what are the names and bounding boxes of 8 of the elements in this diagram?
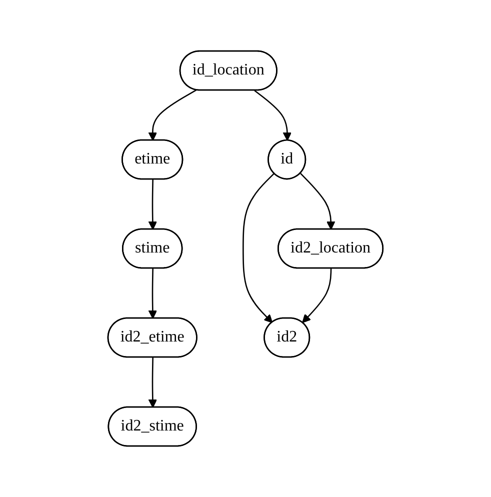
arrow xyxy=(254,90,292,141)
arrow xyxy=(148,179,158,230)
arrow xyxy=(148,357,158,408)
arrow xyxy=(148,90,197,141)
arrow xyxy=(148,268,158,319)
arrow xyxy=(300,173,336,230)
arrow xyxy=(302,268,332,324)
arrow xyxy=(242,172,275,324)
